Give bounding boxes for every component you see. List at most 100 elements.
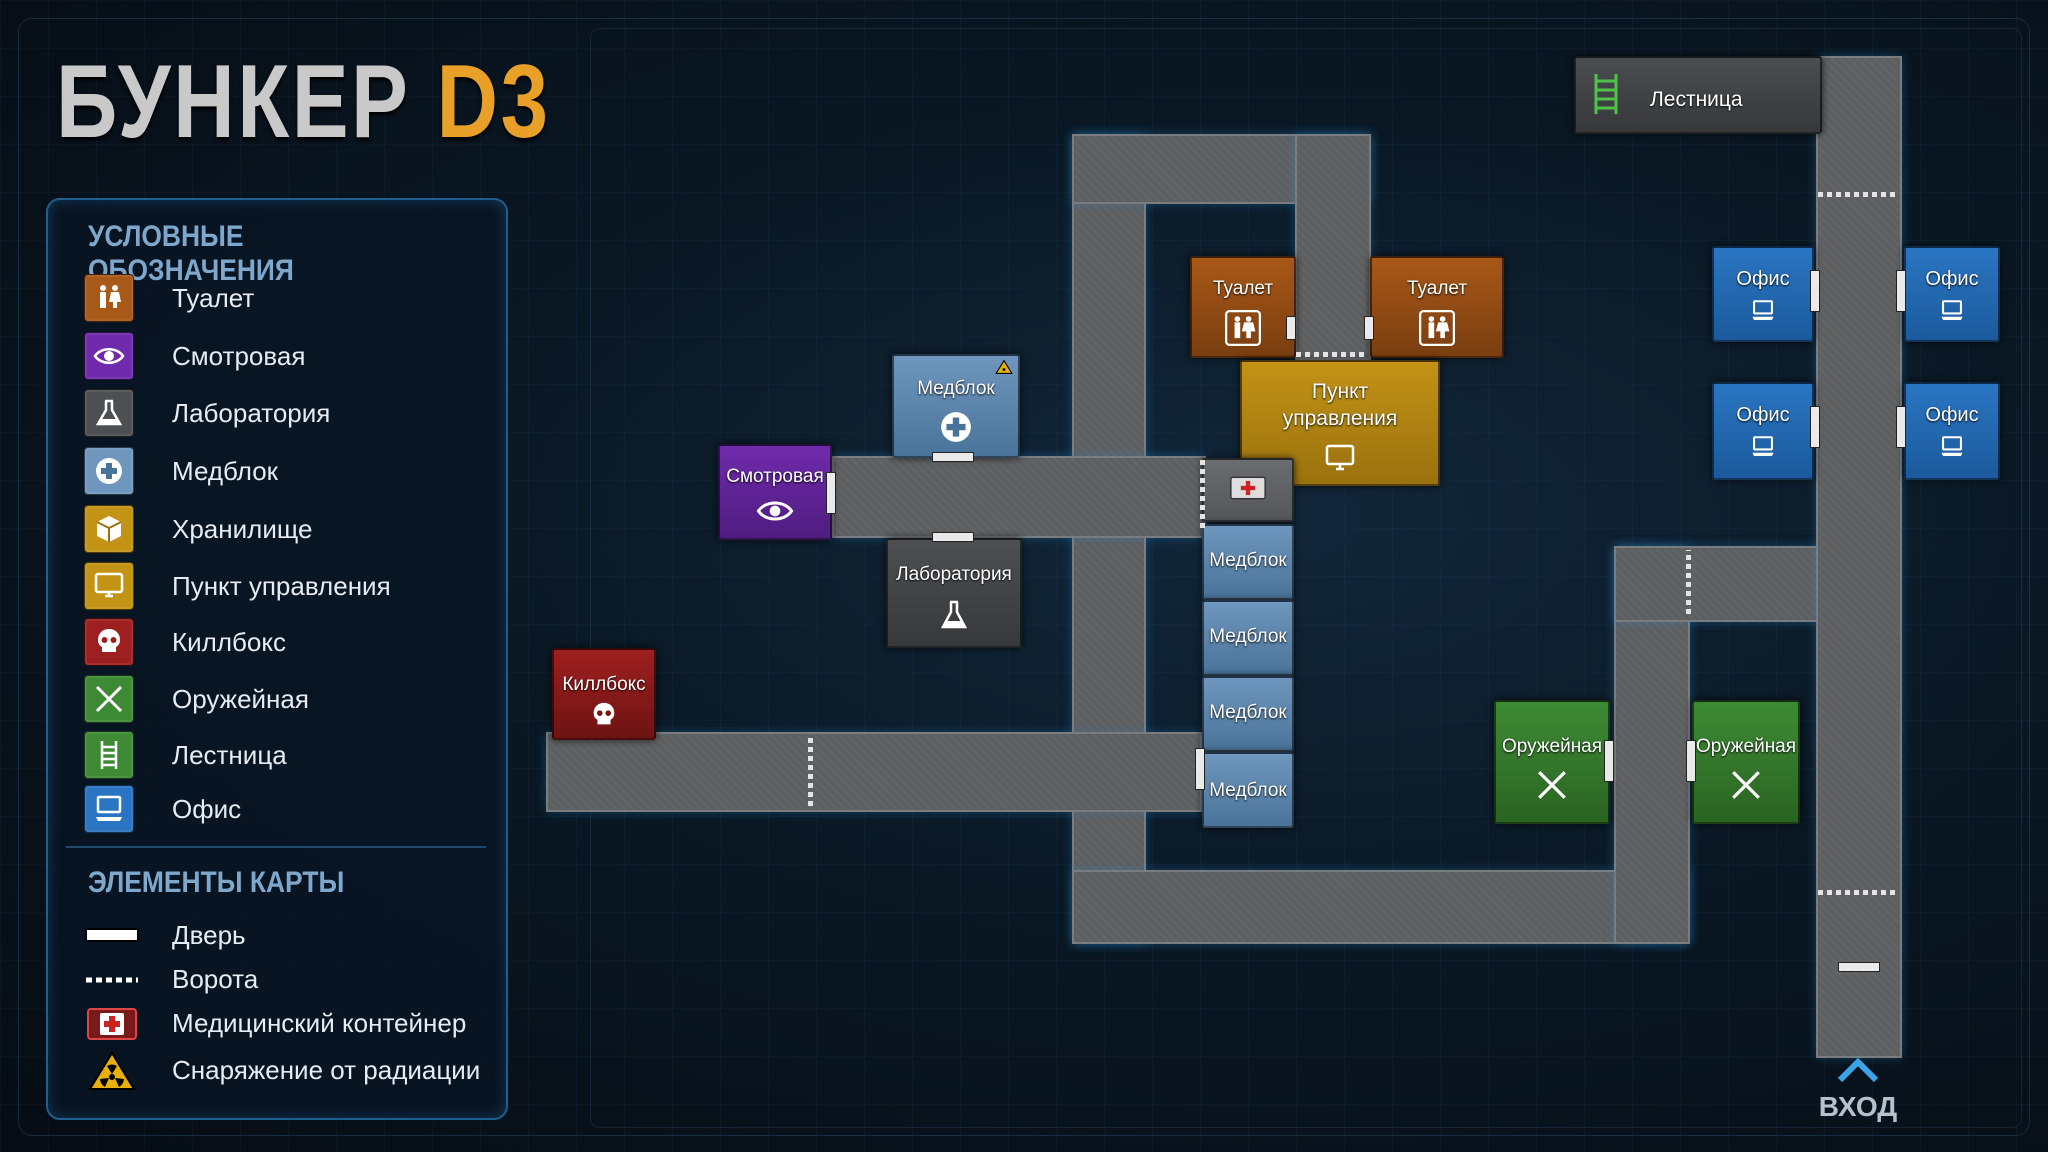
door[interactable] (826, 472, 836, 514)
room-medbay[interactable]: Медблок (1202, 752, 1294, 828)
chevron-up-icon (1837, 1057, 1879, 1083)
legend-item-medbay: Медблок (84, 447, 484, 495)
map-title: БУНКЕР D3 (56, 44, 551, 160)
room-label: Лестница (1650, 88, 1743, 111)
crossed-swords-icon (1732, 771, 1760, 799)
room-label: Киллбокс (562, 674, 646, 695)
legend-label: Смотровая (172, 341, 306, 371)
room-medbay[interactable]: Медблок (1202, 676, 1294, 752)
computer-icon (1941, 300, 1963, 320)
legend-divider (66, 846, 486, 848)
room-label: Смотровая (726, 466, 824, 487)
legend-label: Снаряжение от радиации (172, 1055, 481, 1085)
legend-label: Дверь (172, 920, 246, 950)
room-laboratory[interactable]: Лаборатория (886, 538, 1022, 648)
room-office[interactable]: Офис (1712, 246, 1814, 342)
room-stairs[interactable]: Лестница (1574, 56, 1822, 134)
room-label: Медблок (1209, 550, 1287, 571)
door[interactable] (1896, 406, 1906, 448)
corridor (832, 456, 1206, 538)
legend-label: Ворота (172, 964, 259, 994)
room-armory[interactable]: Оружейная (1494, 700, 1610, 824)
room-label: Медблок (1209, 780, 1287, 801)
toilet-icon (1419, 310, 1455, 346)
entrance-label: ВХОД (1818, 1091, 1898, 1122)
room-label: Оружейная (1501, 736, 1603, 757)
gate[interactable] (808, 734, 813, 806)
room-observation[interactable]: Смотровая (718, 444, 832, 540)
crossed-swords-icon (1538, 771, 1566, 799)
map-frame (590, 28, 2022, 1128)
door-icon (84, 916, 140, 956)
legend-label: Киллбокс (172, 627, 287, 657)
gate[interactable] (1200, 460, 1205, 528)
room-medbay[interactable]: Медблок (1202, 524, 1294, 600)
corridor (546, 732, 1202, 812)
room-office[interactable]: Офис (1904, 246, 2000, 342)
map-elements-heading: ЭЛЕМЕНТЫ КАРТЫ (88, 866, 345, 899)
gate[interactable] (1818, 890, 1896, 895)
eye-icon (84, 332, 134, 380)
door[interactable] (1604, 740, 1614, 782)
room-label: Офис (1736, 268, 1790, 290)
room-medbay[interactable]: Медблок (892, 354, 1020, 458)
room-toilet[interactable]: Туалет (1190, 256, 1296, 358)
monitor-icon (1325, 444, 1355, 471)
box-icon (84, 505, 134, 553)
legend-item-laboratory: Лаборатория (84, 389, 484, 437)
room-label: управления (1282, 407, 1398, 430)
legend-item-control: Пункт управления (84, 562, 484, 610)
computer-icon (84, 785, 134, 833)
gate[interactable] (1686, 550, 1691, 614)
room-killbox[interactable]: Киллбокс (552, 648, 656, 740)
monitor-icon (84, 562, 134, 610)
room-label: Оружейная (1695, 736, 1797, 757)
legend-item-gate: Ворота (84, 960, 484, 1008)
legend-item-medkit: Медицинский контейнер (84, 1004, 484, 1052)
door[interactable] (1364, 316, 1374, 340)
legend-item-stairs: Лестница (84, 731, 484, 779)
room-office[interactable]: Офис (1712, 382, 1814, 480)
toilet-icon (1225, 310, 1261, 346)
gate[interactable] (1818, 192, 1896, 197)
door[interactable] (1810, 270, 1820, 312)
legend-item-radiation: Снаряжение от радиации (84, 1051, 484, 1099)
room-toilet[interactable]: Туалет (1370, 256, 1504, 358)
outer-frame (18, 18, 2030, 1136)
door[interactable] (1195, 748, 1205, 790)
computer-icon (1752, 436, 1774, 456)
medkit-icon (84, 1004, 140, 1044)
door[interactable] (1838, 962, 1880, 972)
room-label: Офис (1736, 404, 1790, 426)
skull-icon (84, 618, 134, 666)
room-armory[interactable]: Оружейная (1692, 700, 1800, 824)
medical-cross-icon (84, 447, 134, 495)
legend-label: Хранилище (172, 514, 313, 544)
legend-item-door: Дверь (84, 916, 484, 964)
legend-item-office: Офис (84, 785, 484, 833)
room-medbay[interactable]: Медблок (1202, 600, 1294, 676)
computer-icon (1752, 300, 1774, 320)
door[interactable] (1286, 316, 1296, 340)
medkit-container[interactable] (1202, 458, 1294, 522)
entrance[interactable]: ВХОД (1808, 1054, 1908, 1123)
room-office[interactable]: Офис (1904, 382, 2000, 480)
door[interactable] (932, 532, 974, 542)
door[interactable] (1810, 406, 1820, 448)
flask-icon (940, 600, 968, 629)
radiation-icon (995, 359, 1013, 374)
corridor (1072, 134, 1146, 944)
legend-item-storage: Хранилище (84, 505, 484, 553)
corridor (1295, 134, 1371, 360)
door[interactable] (1686, 740, 1696, 782)
door[interactable] (1896, 270, 1906, 312)
door[interactable] (932, 452, 974, 462)
legend-label: Лестница (172, 740, 287, 770)
crossed-swords-icon (84, 675, 134, 723)
medical-cross-icon (941, 412, 971, 442)
gate[interactable] (1296, 352, 1366, 357)
room-label: Медблок (917, 378, 995, 399)
eye-icon (756, 501, 794, 521)
legend-label: Оружейная (172, 684, 309, 714)
corridor (1614, 546, 1824, 622)
